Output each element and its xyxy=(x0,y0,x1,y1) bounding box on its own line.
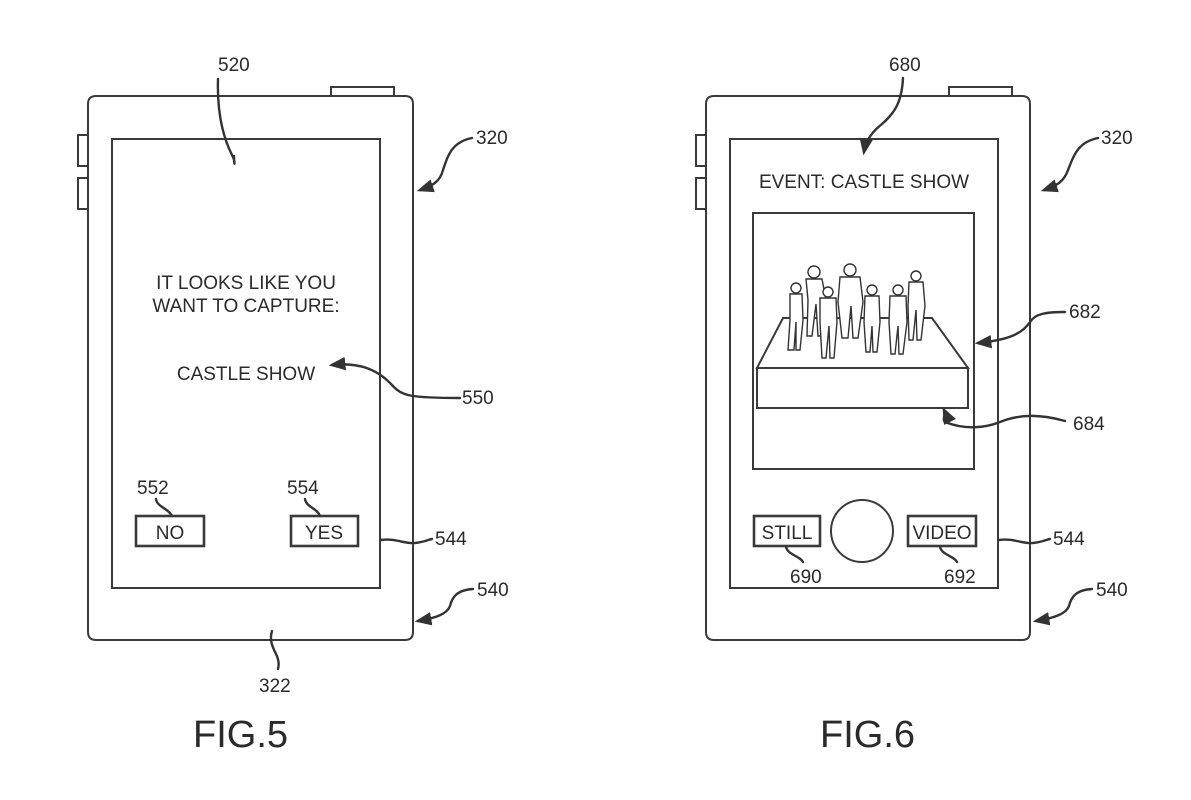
leader-line-520 xyxy=(216,77,236,165)
yes-button[interactable] xyxy=(289,514,360,548)
leader-line-540 xyxy=(414,587,475,626)
no-button-label: NO xyxy=(156,523,185,544)
leader-line-544 xyxy=(379,537,434,545)
leader-line-554 xyxy=(303,497,322,518)
figure-5-caption: FIG.5 xyxy=(193,714,288,756)
figure-5: 520 IT LOOKS LIKE YOU WANT TO CAPTURE: C… xyxy=(77,55,509,756)
ref-label-520: 520 xyxy=(218,55,250,76)
ref-label-322: 322 xyxy=(259,676,291,697)
leader-line-692 xyxy=(938,545,959,564)
ref-label-544: 544 xyxy=(435,529,467,550)
side-button-upper[interactable] xyxy=(77,134,89,167)
performer xyxy=(907,270,926,341)
ref-label-682: 682 xyxy=(1069,302,1101,323)
leader-line-544 xyxy=(997,537,1052,545)
top-button[interactable] xyxy=(948,86,1013,97)
still-mode-button[interactable] xyxy=(752,514,822,548)
ref-label-320: 320 xyxy=(1101,128,1133,149)
side-button-lower[interactable] xyxy=(77,177,89,210)
leader-line-540 xyxy=(1032,587,1094,626)
ref-label-684: 684 xyxy=(1073,414,1105,435)
live-preview-frame xyxy=(752,212,975,470)
stage-illustration xyxy=(755,317,970,409)
leader-line-322 xyxy=(269,629,280,671)
side-button-lower[interactable] xyxy=(695,177,707,210)
shutter-circle-icon[interactable] xyxy=(830,499,894,563)
ref-label-544: 544 xyxy=(1053,529,1085,550)
device-housing xyxy=(87,95,414,641)
no-button[interactable] xyxy=(134,514,206,548)
yes-button-label: YES xyxy=(305,523,343,544)
suggested-event-name[interactable]: CASTLE SHOW xyxy=(177,364,315,385)
figure-6: 680 EVENT: CASTLE SHOW xyxy=(695,55,1133,756)
leader-line-550 xyxy=(328,356,462,400)
ref-label-320: 320 xyxy=(476,128,508,149)
leader-line-690 xyxy=(784,545,805,564)
ref-label-554: 554 xyxy=(287,478,319,499)
leader-line-682 xyxy=(974,310,1067,349)
ref-label-540: 540 xyxy=(477,580,509,601)
ref-label-692: 692 xyxy=(944,567,976,588)
group-of-performers xyxy=(787,263,926,359)
display-screen xyxy=(111,138,381,589)
performer xyxy=(888,284,908,355)
leader-line-684 xyxy=(942,406,1067,429)
still-mode-button-label: STILL xyxy=(762,523,813,544)
ref-label-550: 550 xyxy=(462,388,494,409)
ref-label-552: 552 xyxy=(137,478,169,499)
ref-label-690: 690 xyxy=(790,567,822,588)
device-housing xyxy=(705,95,1031,641)
capture-prompt-line-2: WANT TO CAPTURE: xyxy=(152,296,339,317)
top-button[interactable] xyxy=(330,86,395,97)
side-button-upper[interactable] xyxy=(695,134,707,167)
capture-prompt-line-1: IT LOOKS LIKE YOU xyxy=(156,273,336,294)
figure-6-caption: FIG.6 xyxy=(820,714,915,756)
performer xyxy=(863,284,881,353)
leader-line-552 xyxy=(154,497,174,518)
leader-line-320 xyxy=(416,136,474,193)
leader-line-320 xyxy=(1040,136,1100,193)
leader-line-680 xyxy=(859,76,905,156)
event-title: EVENT: CASTLE SHOW xyxy=(759,172,969,193)
video-mode-button-label: VIDEO xyxy=(912,523,971,544)
ref-label-540: 540 xyxy=(1096,580,1128,601)
performer xyxy=(837,263,864,339)
video-mode-button[interactable] xyxy=(906,514,978,548)
performer xyxy=(819,286,838,359)
performer xyxy=(787,282,804,351)
ref-label-680: 680 xyxy=(889,55,921,76)
